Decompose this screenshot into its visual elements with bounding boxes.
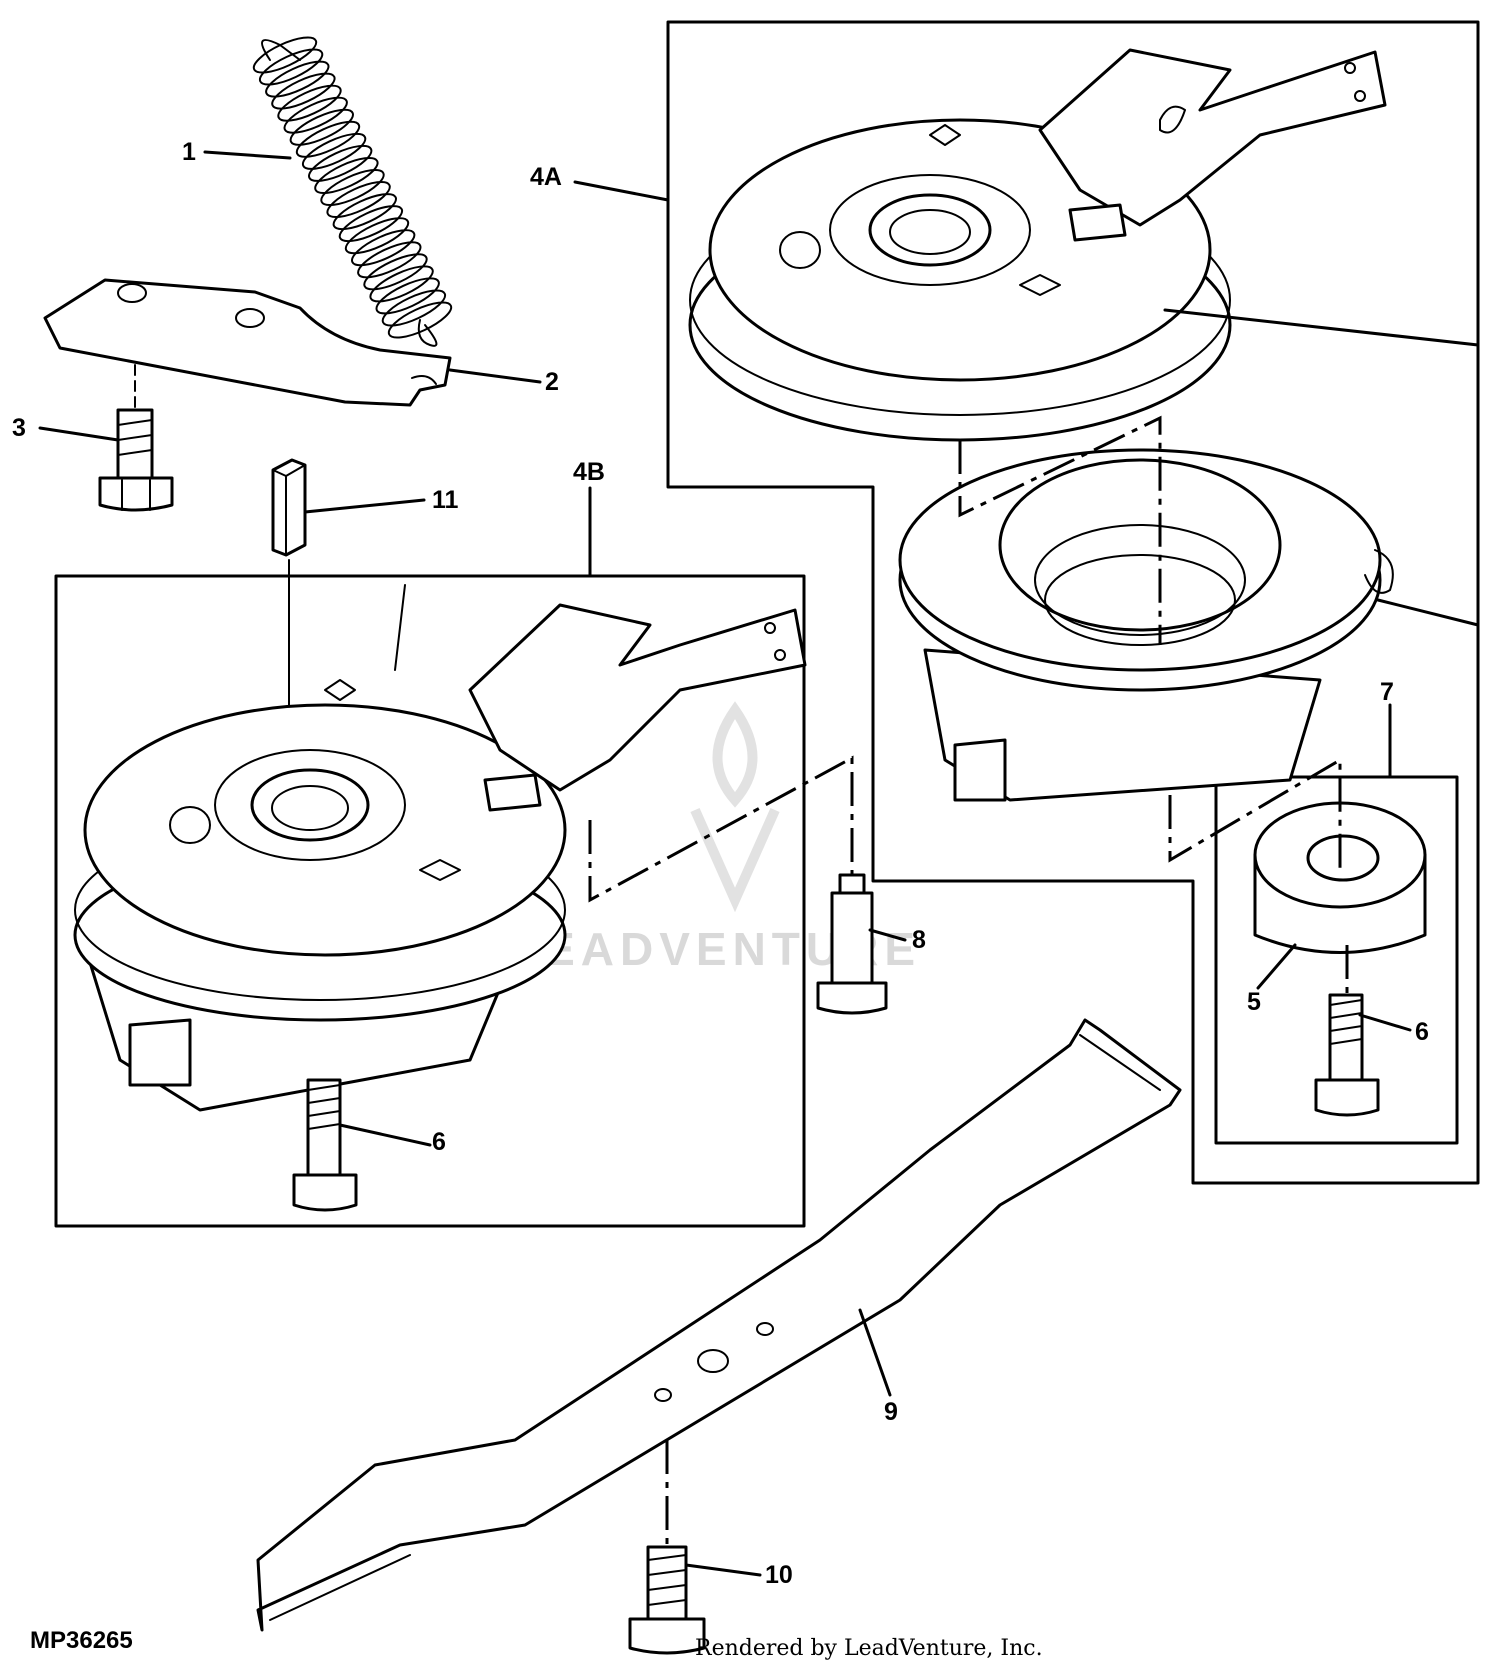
assembly-lines xyxy=(588,415,1349,1545)
spring-coil xyxy=(295,120,361,158)
callout-4a: 4A xyxy=(530,163,562,191)
callout-7: 7 xyxy=(1380,678,1394,706)
bolt-part-6-right xyxy=(1314,993,1380,1117)
spring-coil xyxy=(258,48,324,86)
callout-3: 3 xyxy=(12,414,26,442)
spring-coil xyxy=(308,144,373,182)
spring-coil xyxy=(357,241,422,279)
callout-1: 1 xyxy=(182,138,196,166)
spring-coil xyxy=(338,205,404,243)
spring-coil xyxy=(265,60,330,98)
spring-coil xyxy=(363,253,428,291)
spring-coil xyxy=(326,181,391,218)
watermark-logo-icon xyxy=(690,701,780,913)
inset-box-7 xyxy=(1214,775,1459,1145)
spring-coil xyxy=(320,169,385,206)
callout-11: 11 xyxy=(432,486,459,514)
callout-2: 2 xyxy=(545,368,559,396)
bolt-part-10 xyxy=(628,1545,706,1655)
spring-coil xyxy=(381,289,447,327)
spring-coil xyxy=(252,36,318,74)
callout-10: 10 xyxy=(765,1561,793,1589)
blade-part-9 xyxy=(256,1018,1182,1632)
plate-part-2 xyxy=(43,278,452,407)
spring-coil xyxy=(283,96,348,134)
spring-coil xyxy=(369,265,434,303)
spring-coil xyxy=(332,193,397,231)
inset-box-4a xyxy=(666,20,1480,1185)
callout-9: 9 xyxy=(884,1398,898,1426)
callout-labels: 1 2 3 4A 4B 11 7 5 6 8 6 9 10 xyxy=(12,138,1429,1589)
spring-part-1 xyxy=(252,36,453,347)
spring-coil xyxy=(351,229,416,267)
inset-box-4b xyxy=(54,574,806,1228)
callout-5: 5 xyxy=(1247,988,1261,1016)
callout-4b: 4B xyxy=(573,458,605,486)
clutch-part-4a xyxy=(688,48,1387,442)
callout-6-right: 6 xyxy=(1415,1018,1429,1046)
bolt-part-6-left xyxy=(292,1078,358,1212)
callout-6-left: 6 xyxy=(432,1128,446,1156)
spring-coil xyxy=(314,157,379,194)
leader-lines xyxy=(38,150,1480,1577)
figure-id: MP36265 xyxy=(30,1627,133,1654)
spring-coil xyxy=(301,132,367,170)
bolt-part-3 xyxy=(98,364,174,512)
clutch-part-4b xyxy=(73,584,807,1112)
spring-coil xyxy=(271,72,336,110)
spring-coil xyxy=(289,108,354,146)
spring-coil xyxy=(375,277,440,315)
spring-coil xyxy=(344,217,410,255)
callout-8: 8 xyxy=(912,926,926,954)
credit-text: Rendered by LeadVenture, Inc. xyxy=(695,1636,1043,1661)
bolt-part-8 xyxy=(816,873,888,1015)
spring-coil xyxy=(387,301,453,339)
spring-coil xyxy=(277,84,342,122)
clutch-lower-housing xyxy=(898,448,1394,802)
